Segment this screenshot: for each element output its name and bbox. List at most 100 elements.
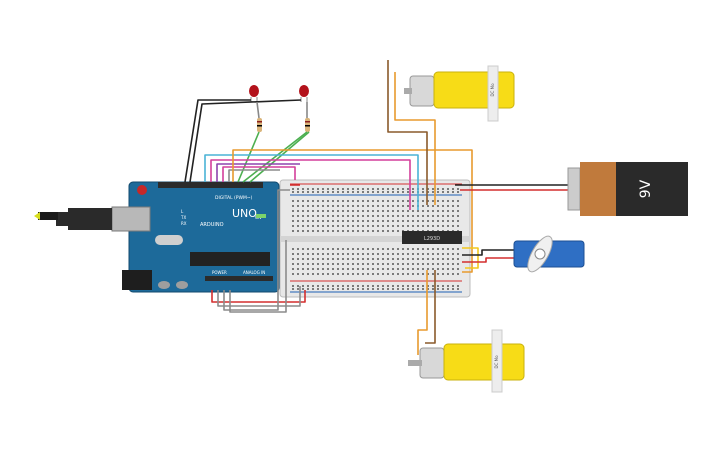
breadboard-hole	[422, 210, 424, 212]
breadboard-hole	[457, 220, 459, 222]
breadboard-hole	[397, 225, 399, 227]
breadboard-hole	[452, 273, 454, 275]
dc-motor-top: DC Mo	[404, 65, 515, 122]
breadboard-hole	[372, 248, 374, 250]
breadboard-hole	[402, 288, 404, 290]
breadboard-hole	[352, 205, 354, 207]
breadboard-hole	[377, 210, 379, 212]
breadboard-hole	[407, 210, 409, 212]
breadboard-hole	[337, 200, 339, 202]
breadboard-hole	[457, 288, 459, 290]
breadboard-hole	[442, 210, 444, 212]
breadboard-hole	[437, 225, 439, 227]
breadboard-hole	[352, 215, 354, 217]
breadboard-hole	[342, 288, 344, 290]
breadboard-hole	[392, 188, 394, 190]
breadboard-hole	[297, 225, 299, 227]
breadboard-hole	[317, 215, 319, 217]
breadboard-hole	[412, 285, 414, 287]
breadboard-hole	[367, 200, 369, 202]
breadboard-hole	[437, 253, 439, 255]
breadboard-hole	[392, 258, 394, 260]
breadboard-hole	[457, 225, 459, 227]
usb-port	[111, 206, 151, 232]
breadboard-hole	[397, 285, 399, 287]
breadboard-hole	[452, 248, 454, 250]
breadboard-hole	[387, 220, 389, 222]
breadboard-hole	[292, 215, 294, 217]
breadboard-hole	[427, 285, 429, 287]
power-jack	[122, 270, 152, 290]
breadboard-hole	[447, 288, 449, 290]
breadboard-hole	[312, 258, 314, 260]
breadboard-hole	[397, 200, 399, 202]
breadboard-hole	[457, 210, 459, 212]
breadboard-hole	[332, 220, 334, 222]
breadboard-hole	[297, 191, 299, 193]
breadboard-hole	[332, 230, 334, 232]
breadboard-hole	[347, 288, 349, 290]
rx-label: RX	[181, 221, 187, 226]
breadboard-hole	[307, 263, 309, 265]
usb-cable	[68, 208, 112, 230]
breadboard-hole	[297, 215, 299, 217]
breadboard-hole	[372, 273, 374, 275]
breadboard-hole	[292, 191, 294, 193]
arduino-uno-board: UNO ARDUINO DIGITAL (PWM~) POWER ANALOG …	[34, 181, 280, 293]
motor-top-label: DC Mo	[490, 83, 495, 97]
breadboard-hole	[307, 205, 309, 207]
breadboard-hole	[442, 288, 444, 290]
breadboard-hole	[412, 288, 414, 290]
breadboard-hole	[357, 200, 359, 202]
breadboard-hole	[302, 268, 304, 270]
breadboard-hole	[357, 253, 359, 255]
breadboard-hole	[317, 258, 319, 260]
breadboard-hole	[412, 210, 414, 212]
breadboard-hole	[307, 258, 309, 260]
breadboard-hole	[372, 200, 374, 202]
breadboard-hole	[447, 210, 449, 212]
breadboard-hole	[312, 210, 314, 212]
breadboard-hole	[342, 188, 344, 190]
breadboard-hole	[337, 268, 339, 270]
breadboard-hole	[397, 191, 399, 193]
breadboard-hole	[397, 253, 399, 255]
breadboard-hole	[407, 220, 409, 222]
breadboard-hole	[407, 215, 409, 217]
breadboard-hole	[322, 258, 324, 260]
breadboard-hole	[302, 191, 304, 193]
breadboard-hole	[377, 248, 379, 250]
breadboard-hole	[327, 188, 329, 190]
breadboard-hole	[392, 210, 394, 212]
breadboard-hole	[447, 285, 449, 287]
breadboard-hole	[422, 191, 424, 193]
breadboard-hole	[342, 258, 344, 260]
breadboard-hole	[297, 268, 299, 270]
breadboard-hole	[402, 191, 404, 193]
breadboard-hole	[412, 188, 414, 190]
breadboard-hole	[362, 210, 364, 212]
breadboard-hole	[322, 230, 324, 232]
breadboard-hole	[327, 268, 329, 270]
breadboard-hole	[452, 268, 454, 270]
breadboard-hole	[447, 191, 449, 193]
breadboard-hole	[432, 191, 434, 193]
breadboard-hole	[342, 230, 344, 232]
breadboard-hole	[312, 263, 314, 265]
breadboard-hole	[382, 230, 384, 232]
breadboard-hole	[372, 230, 374, 232]
breadboard-hole	[327, 220, 329, 222]
breadboard-hole	[427, 210, 429, 212]
breadboard-hole	[292, 205, 294, 207]
breadboard-hole	[362, 205, 364, 207]
breadboard-hole	[407, 268, 409, 270]
breadboard-hole	[377, 258, 379, 260]
breadboard-hole	[442, 225, 444, 227]
breadboard-hole	[437, 200, 439, 202]
breadboard-hole	[317, 188, 319, 190]
breadboard-hole	[292, 248, 294, 250]
breadboard-hole	[442, 263, 444, 265]
breadboard-hole	[317, 200, 319, 202]
breadboard-hole	[367, 253, 369, 255]
breadboard-hole	[302, 215, 304, 217]
